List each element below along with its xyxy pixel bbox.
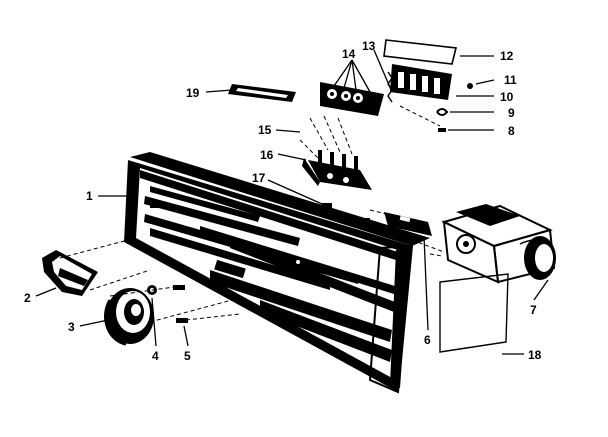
part-label-12: 12 <box>500 49 514 63</box>
part-label-7: 7 <box>530 303 537 317</box>
part-label-5: 5 <box>184 349 191 363</box>
part-label-6: 6 <box>424 333 431 347</box>
bracket-6 <box>384 212 432 236</box>
switch-block <box>302 150 372 190</box>
part-label-10: 10 <box>500 90 514 104</box>
leader-lines <box>35 49 549 355</box>
switch-assembly <box>320 82 384 116</box>
screw-5 <box>173 285 188 323</box>
part-label-17: 17 <box>252 171 266 185</box>
part-label-1: 1 <box>86 189 93 203</box>
part-label-4: 4 <box>152 349 159 363</box>
button-housing <box>390 64 473 100</box>
insulator <box>439 273 509 353</box>
knob <box>104 288 154 346</box>
part-labels: 1 2 3 4 5 6 7 8 9 10 11 12 13 14 15 16 1… <box>24 39 542 363</box>
part-label-11: 11 <box>504 73 517 87</box>
screw-8 <box>438 128 446 132</box>
screw-17 <box>322 203 370 223</box>
part-label-16: 16 <box>260 148 274 162</box>
part-label-2: 2 <box>24 291 31 305</box>
bracket <box>228 84 296 102</box>
part-label-13: 13 <box>362 39 376 53</box>
assembly-lines <box>59 105 445 323</box>
cover-plate <box>383 39 457 65</box>
clip-9 <box>436 108 449 116</box>
control-panel <box>124 152 430 394</box>
part-label-19: 19 <box>186 86 200 100</box>
part-label-18: 18 <box>528 348 542 362</box>
part-label-8: 8 <box>508 124 515 138</box>
part-label-14: 14 <box>342 47 356 61</box>
part-label-15: 15 <box>258 123 272 137</box>
part-label-3: 3 <box>68 320 75 334</box>
timer <box>441 204 556 284</box>
handle <box>42 250 98 296</box>
part-label-9: 9 <box>508 106 515 120</box>
